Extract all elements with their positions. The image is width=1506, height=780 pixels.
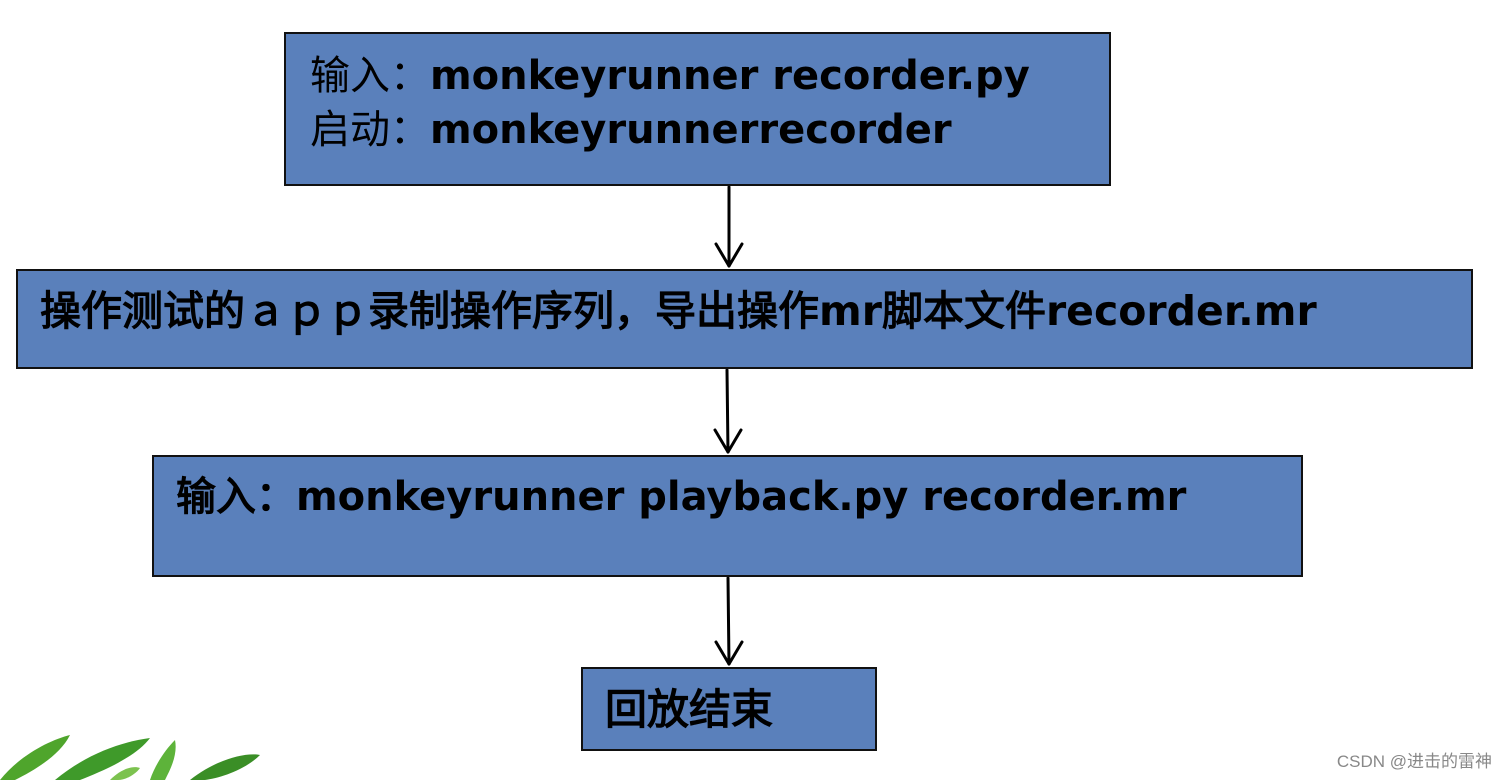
step1-input-line: 输入：monkeyrunner recorder.py <box>310 56 1030 96</box>
step1-start-label: 启动： <box>310 107 430 153</box>
step3-box: 输入：monkeyrunner playback.py recorder.mr <box>152 455 1303 577</box>
arrow-step2-to-step3 <box>713 368 743 454</box>
step1-input-command: monkeyrunner recorder.py <box>430 53 1030 99</box>
step2-box: 操作测试的ａｐｐ录制操作序列，导出操作mr脚本文件recorder.mr <box>16 269 1473 369</box>
step3-text: 输入：monkeyrunner playback.py recorder.mr <box>176 474 1187 520</box>
arrow-step1-to-step2 <box>714 185 744 268</box>
step1-start-value: monkeyrunnerrecorder <box>430 107 952 153</box>
step4-box: 回放结束 <box>581 667 877 751</box>
arrow-step3-to-step4 <box>714 576 744 666</box>
watermark: CSDN @进击的雷神 <box>1336 752 1492 771</box>
step2-text: 操作测试的ａｐｐ录制操作序列，导出操作mr脚本文件recorder.mr <box>40 287 1317 335</box>
step1-input-label: 输入： <box>310 53 430 99</box>
step1-box: 输入：monkeyrunner recorder.py 启动：monkeyrun… <box>284 32 1111 186</box>
step1-start-line: 启动：monkeyrunnerrecorder <box>310 110 952 150</box>
step4-text: 回放结束 <box>605 685 774 734</box>
